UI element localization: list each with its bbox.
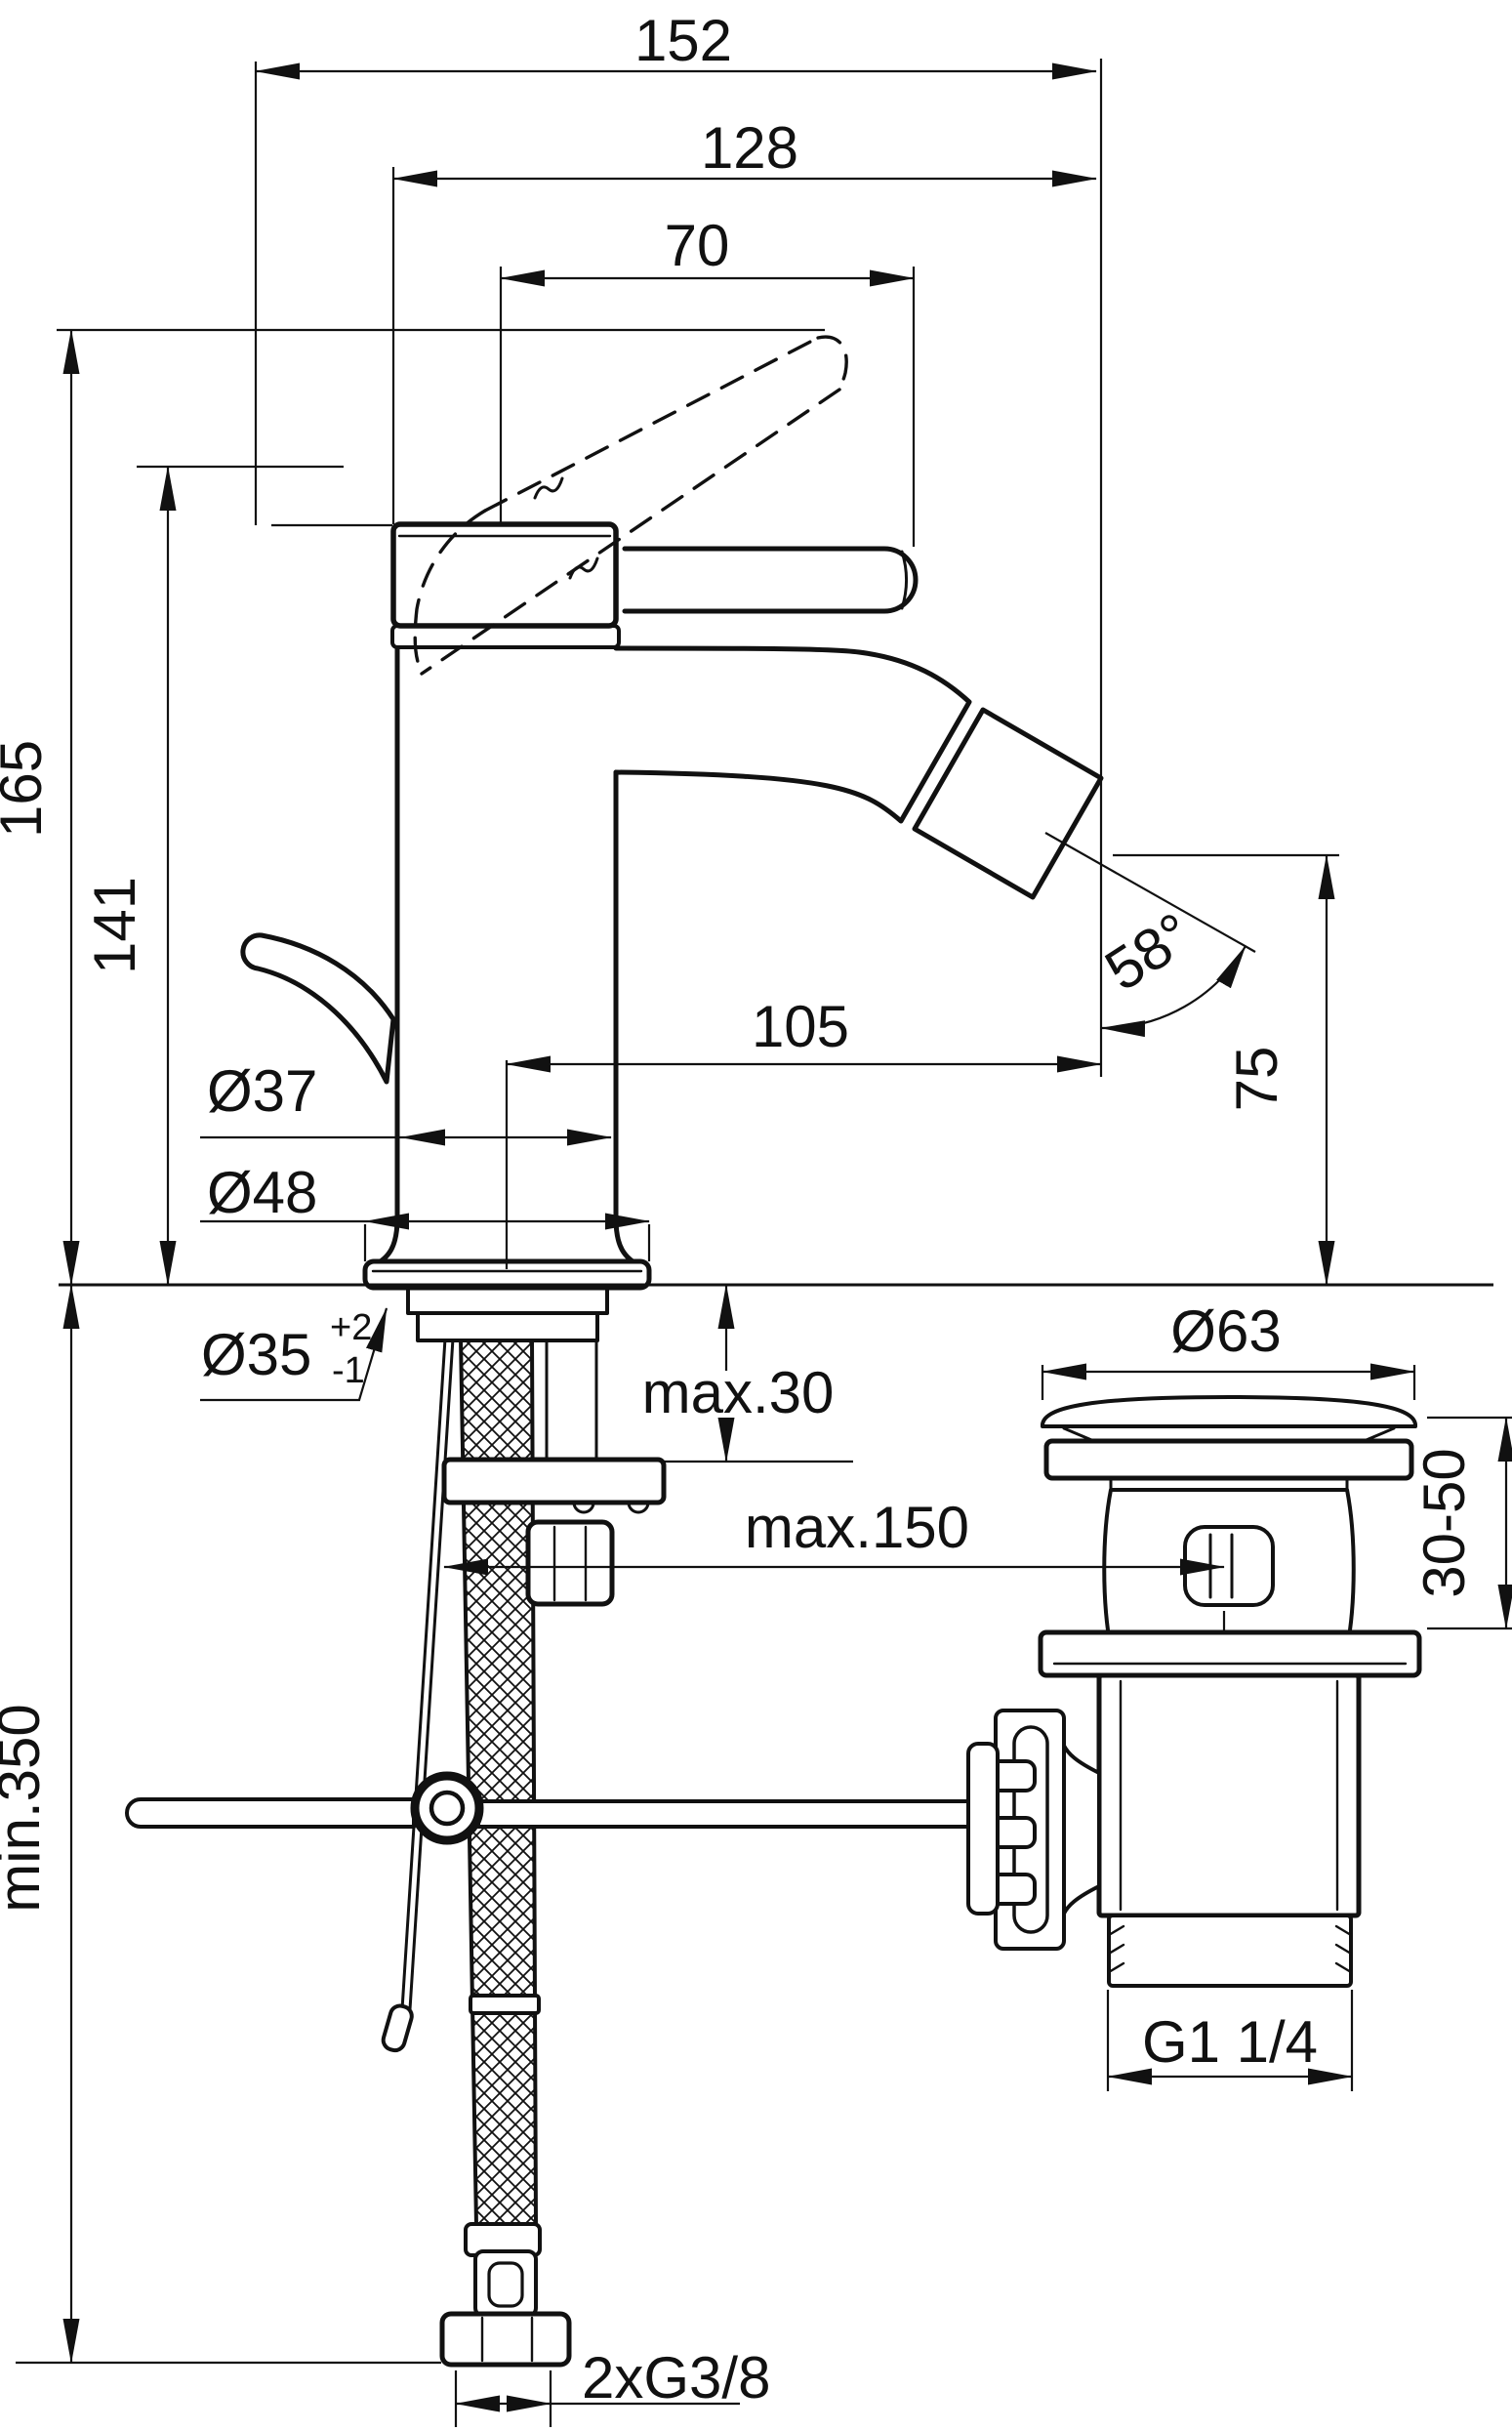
dim-128-label: 128	[701, 115, 798, 181]
break-squiggle	[533, 476, 564, 500]
dim-max150-label: max.150	[745, 1495, 969, 1560]
hose-end-fitting	[439, 2222, 572, 2368]
waste-lever-taper	[1062, 1744, 1101, 1916]
dimension-lines	[62, 62, 1512, 2412]
dim-dia37-label: Ø37	[207, 1058, 317, 1124]
dimension-labels: 152 128 70 165 141 105 58° 75 Ø37 Ø48 Ø3…	[0, 8, 1477, 2410]
dim-141-label: 141	[82, 877, 147, 974]
pop-up-pull-rod	[381, 1306, 457, 2053]
dim-58deg-arc	[1100, 945, 1246, 1038]
hose-nut	[439, 2311, 572, 2368]
waste-lever-plate	[966, 1742, 1000, 1916]
waste-upper-flange	[1043, 1438, 1414, 1481]
dim-g38-label: 2xG3/8	[582, 2345, 770, 2410]
dim-30-50-label: 30-50	[1411, 1448, 1477, 1597]
dim-max30-label: max.30	[642, 1360, 835, 1425]
mounting-nut	[525, 1519, 615, 1607]
threaded-shank	[406, 1286, 609, 1342]
lever-handle	[622, 546, 919, 614]
pop-up-waste-assembly	[966, 1395, 1422, 1988]
dim-152-label: 152	[634, 8, 732, 73]
waste-tailpiece	[1107, 1914, 1353, 1988]
dim-dia48-label: Ø48	[207, 1160, 317, 1225]
dim-105-label: 105	[752, 994, 849, 1059]
dim-min350-label: min.350	[0, 1704, 52, 1912]
aerator	[912, 707, 1104, 900]
dim-75-label: 75	[1224, 1047, 1289, 1112]
lever-rotated-dashed-outline	[413, 335, 848, 676]
waste-lower-body	[1096, 1672, 1362, 1918]
dim-165-label: 165	[0, 740, 54, 838]
dim-dia35-label: Ø35	[201, 1322, 311, 1387]
dim-g114-label: G1 1/4	[1142, 2009, 1318, 2075]
break-squiggle	[568, 556, 599, 580]
mounting-plate	[441, 1457, 667, 1505]
mounting-studs	[545, 1337, 598, 1466]
spout	[613, 645, 972, 824]
dim-dia35-tol-plus: +2	[330, 1307, 372, 1348]
dim-58deg-label: 58°	[1094, 900, 1205, 1004]
hose-joint	[469, 1994, 541, 2015]
pop-up-rod-pivot	[410, 1771, 484, 1845]
handle-cartridge	[390, 521, 619, 629]
pull-rod-end-cap	[381, 2003, 414, 2053]
waste-lower-flange	[1038, 1629, 1422, 1678]
dim-dia35-leader	[200, 1307, 388, 1402]
dim-dia63-label: Ø63	[1170, 1298, 1281, 1364]
pop-up-lift-knob	[240, 932, 396, 1085]
dim-dia35-tol-minus: -1	[332, 1350, 365, 1391]
body-ring	[390, 624, 621, 649]
waste-plug-cap	[1041, 1395, 1417, 1428]
pop-up-horizontal-rod	[125, 1797, 976, 1829]
dim-70-label: 70	[665, 213, 730, 278]
